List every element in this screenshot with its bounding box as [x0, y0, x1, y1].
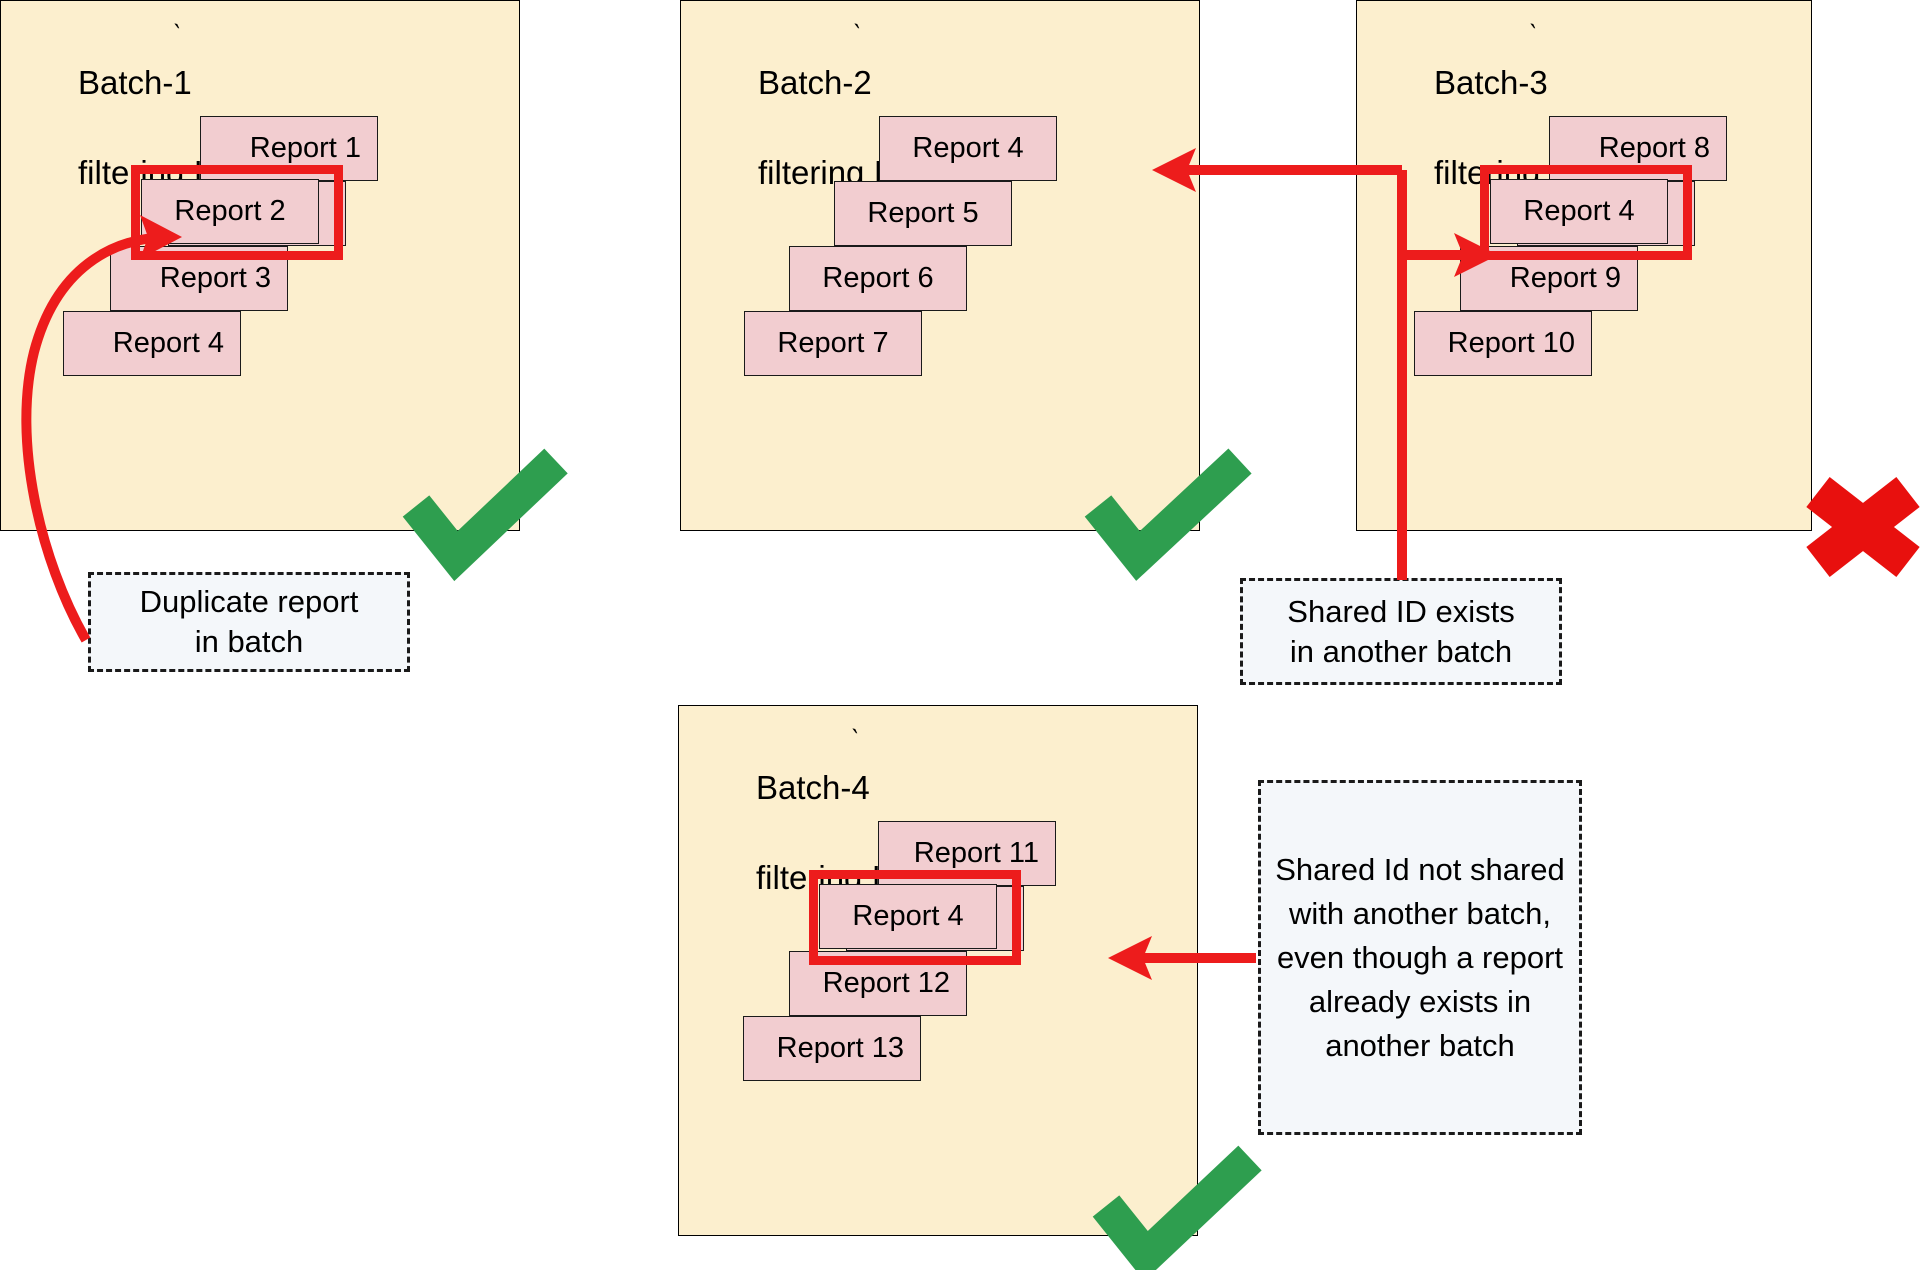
batch-1-container: Batch-1 filtering ID = 0 ` Report 1 Repo…: [0, 0, 520, 531]
report-label: Report 10: [1447, 327, 1575, 359]
report-label: Report 12: [822, 967, 950, 999]
batch-4-report-4[interactable]: Report 4: [819, 884, 997, 949]
report-label: Report 6: [822, 262, 934, 294]
batch-3-report-4[interactable]: Report 4: [1490, 179, 1668, 244]
batch-4-name: Batch-4: [756, 769, 870, 806]
batch-4-report-13[interactable]: Report 13: [743, 1016, 921, 1081]
batch-1-highlight-report-2: [131, 165, 343, 260]
callout-text: Duplicate report in batch: [139, 584, 359, 659]
report-label: Report 3: [159, 262, 271, 294]
batch-4-container: Batch-4 filtering ID = 1 ` Report 11 Rep…: [678, 705, 1198, 1236]
report-label: Report 11: [913, 837, 1039, 869]
callout-shared-id-not-shared: Shared Id not shared with another batch,…: [1258, 780, 1582, 1135]
batch-3-container: Batch-3 filtering ID = 0 ` Report 8 Repo…: [1356, 0, 1812, 531]
batch-3-cross-icon: [1806, 477, 1920, 577]
batch-3-highlight-report-4: [1480, 165, 1692, 260]
batch-4-highlight-report-4: [809, 870, 1021, 965]
report-label: Report 2: [174, 195, 286, 227]
report-label: Report 4: [912, 132, 1024, 164]
report-label: Report 13: [776, 1032, 904, 1064]
callout-text: Shared Id not shared with another batch,…: [1275, 851, 1565, 1063]
report-label: Report 4: [112, 327, 224, 359]
callout-shared-id-exists: Shared ID exists in another batch: [1240, 578, 1562, 685]
report-label: Report 7: [777, 327, 889, 359]
report-label: Report 5: [867, 197, 979, 229]
report-label: Report 1: [249, 132, 361, 164]
report-label: Report 4: [1523, 195, 1635, 227]
batch-2-report-7[interactable]: Report 7: [744, 311, 922, 376]
callout-duplicate-report: Duplicate report in batch: [88, 572, 410, 672]
batch-1-name: Batch-1: [78, 64, 192, 101]
callout-text: Shared ID exists in another batch: [1287, 593, 1515, 669]
batch-2-name: Batch-2: [758, 64, 872, 101]
batch-1-report-4[interactable]: Report 4: [63, 311, 241, 376]
report-label: Report 8: [1598, 132, 1710, 164]
batch-2-report-4[interactable]: Report 4: [879, 116, 1057, 181]
report-label: Report 9: [1509, 262, 1621, 294]
batch-2-report-5[interactable]: Report 5: [834, 181, 1012, 246]
batch-3-report-10[interactable]: Report 10: [1414, 311, 1592, 376]
batch-3-name: Batch-3: [1434, 64, 1548, 101]
batch-2-container: Batch-2 filtering ID = 0 ` Report 4 Repo…: [680, 0, 1200, 531]
batch-2-report-6[interactable]: Report 6: [789, 246, 967, 311]
report-label: Report 4: [852, 900, 964, 932]
